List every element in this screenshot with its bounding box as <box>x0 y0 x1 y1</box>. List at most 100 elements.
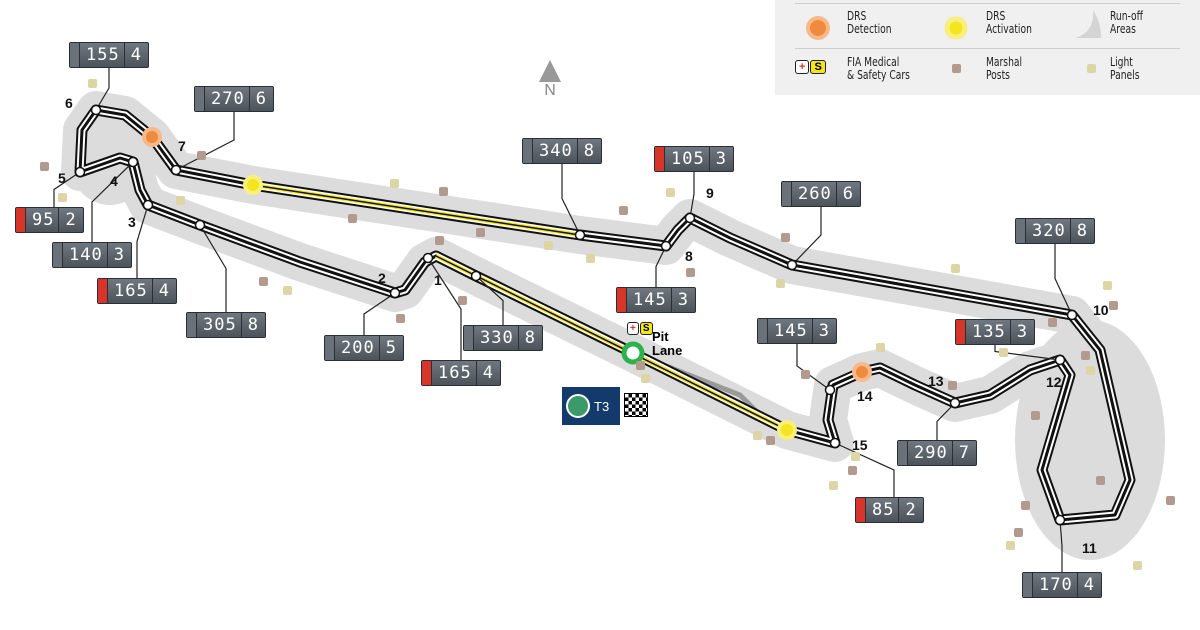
marshal-post <box>619 206 628 215</box>
marshal-post <box>1048 318 1057 327</box>
marshal-post <box>801 370 810 379</box>
turn-number: 11 <box>1082 540 1097 556</box>
braking-indicator <box>187 313 197 337</box>
leader-line <box>363 292 396 335</box>
gear-value: 4 <box>482 363 494 383</box>
braking-indicator <box>1023 573 1033 597</box>
braking-indicator <box>898 441 908 465</box>
drs-activation-icon <box>944 16 968 40</box>
turn-number: 12 <box>1046 374 1062 390</box>
light-panel <box>1086 366 1095 375</box>
light-panel <box>999 348 1008 357</box>
braking-indicator <box>758 319 768 343</box>
trackside-markers <box>40 79 1175 595</box>
leader-line <box>95 66 110 111</box>
leader-line <box>53 171 81 207</box>
marshal-post <box>40 162 49 171</box>
turn-number: 4 <box>110 173 118 189</box>
gear-value: 2 <box>65 210 77 230</box>
corner-marker <box>829 437 841 449</box>
gear-value: 3 <box>677 290 689 310</box>
gear-value: 6 <box>842 184 854 204</box>
marshal-post <box>1109 301 1118 310</box>
marshal-post <box>781 233 790 242</box>
corner-marker <box>949 397 961 409</box>
leader-line <box>936 402 956 440</box>
corner-marker <box>1066 309 1078 321</box>
drs-zone-center <box>435 255 788 431</box>
braking-indicator <box>16 208 26 232</box>
speed-value: 165 <box>432 361 477 385</box>
corner-marker <box>170 164 182 176</box>
turn-number: 9 <box>706 185 714 201</box>
light-panel <box>951 264 960 273</box>
light-panel <box>283 286 292 295</box>
gear-value: 8 <box>247 315 259 335</box>
turn-number: 6 <box>65 95 73 111</box>
marshal-post <box>458 296 467 305</box>
light-panel <box>776 279 785 288</box>
drs-detection-icon <box>806 16 830 40</box>
speed-value: 140 <box>63 243 108 267</box>
corner-marker <box>142 199 154 211</box>
gear-value: 8 <box>524 328 536 348</box>
speed-value: 95 <box>26 208 60 232</box>
gear-value: 4 <box>1083 575 1095 595</box>
corner-marker <box>90 104 102 116</box>
gear-value: 4 <box>158 281 170 301</box>
legend-marshal: Marshal Posts <box>986 55 1023 82</box>
corner-marker <box>684 212 696 224</box>
marshal-post <box>1166 496 1175 505</box>
leader-line <box>199 224 227 312</box>
checkered-flag-icon <box>624 393 648 417</box>
speed-value: 85 <box>866 498 900 522</box>
leader-line <box>561 162 581 236</box>
speed-value: 200 <box>335 336 380 360</box>
medical-car-icon: + <box>795 60 810 74</box>
light-panel <box>586 254 595 263</box>
braking-indicator <box>1016 219 1026 243</box>
light-panel <box>390 179 399 188</box>
leader-line <box>427 257 462 360</box>
speed-value: 305 <box>197 313 242 337</box>
gear-value: 7 <box>958 443 970 463</box>
marshal-post <box>1081 351 1090 360</box>
braking-indicator <box>98 279 108 303</box>
turn-number: 5 <box>58 170 66 186</box>
light-panel <box>1103 281 1112 290</box>
corner-marker <box>660 240 672 252</box>
marshal-post <box>1031 411 1040 420</box>
leader-line <box>1054 242 1073 316</box>
gear-value: 3 <box>715 149 727 169</box>
north-indicator: N <box>535 60 565 100</box>
light-panel <box>1006 541 1015 550</box>
speed-value: 260 <box>792 182 837 206</box>
marshal-post <box>766 436 775 445</box>
marshal-post <box>1096 476 1105 485</box>
leader-line <box>796 342 831 391</box>
speed-value: 135 <box>966 320 1011 344</box>
legend-drs-detection: DRS Detection <box>847 9 892 36</box>
north-arrow-icon <box>539 60 561 82</box>
marshal-post <box>636 361 645 370</box>
corner-marker <box>1054 514 1066 526</box>
gear-value: 4 <box>130 45 142 65</box>
drs-detection-point <box>142 127 162 147</box>
light-panel <box>753 431 762 440</box>
gear-value: 5 <box>385 338 397 358</box>
speed-value: 340 <box>533 139 578 163</box>
marshal-post-icon <box>952 64 961 73</box>
gear-value: 3 <box>1016 322 1028 342</box>
